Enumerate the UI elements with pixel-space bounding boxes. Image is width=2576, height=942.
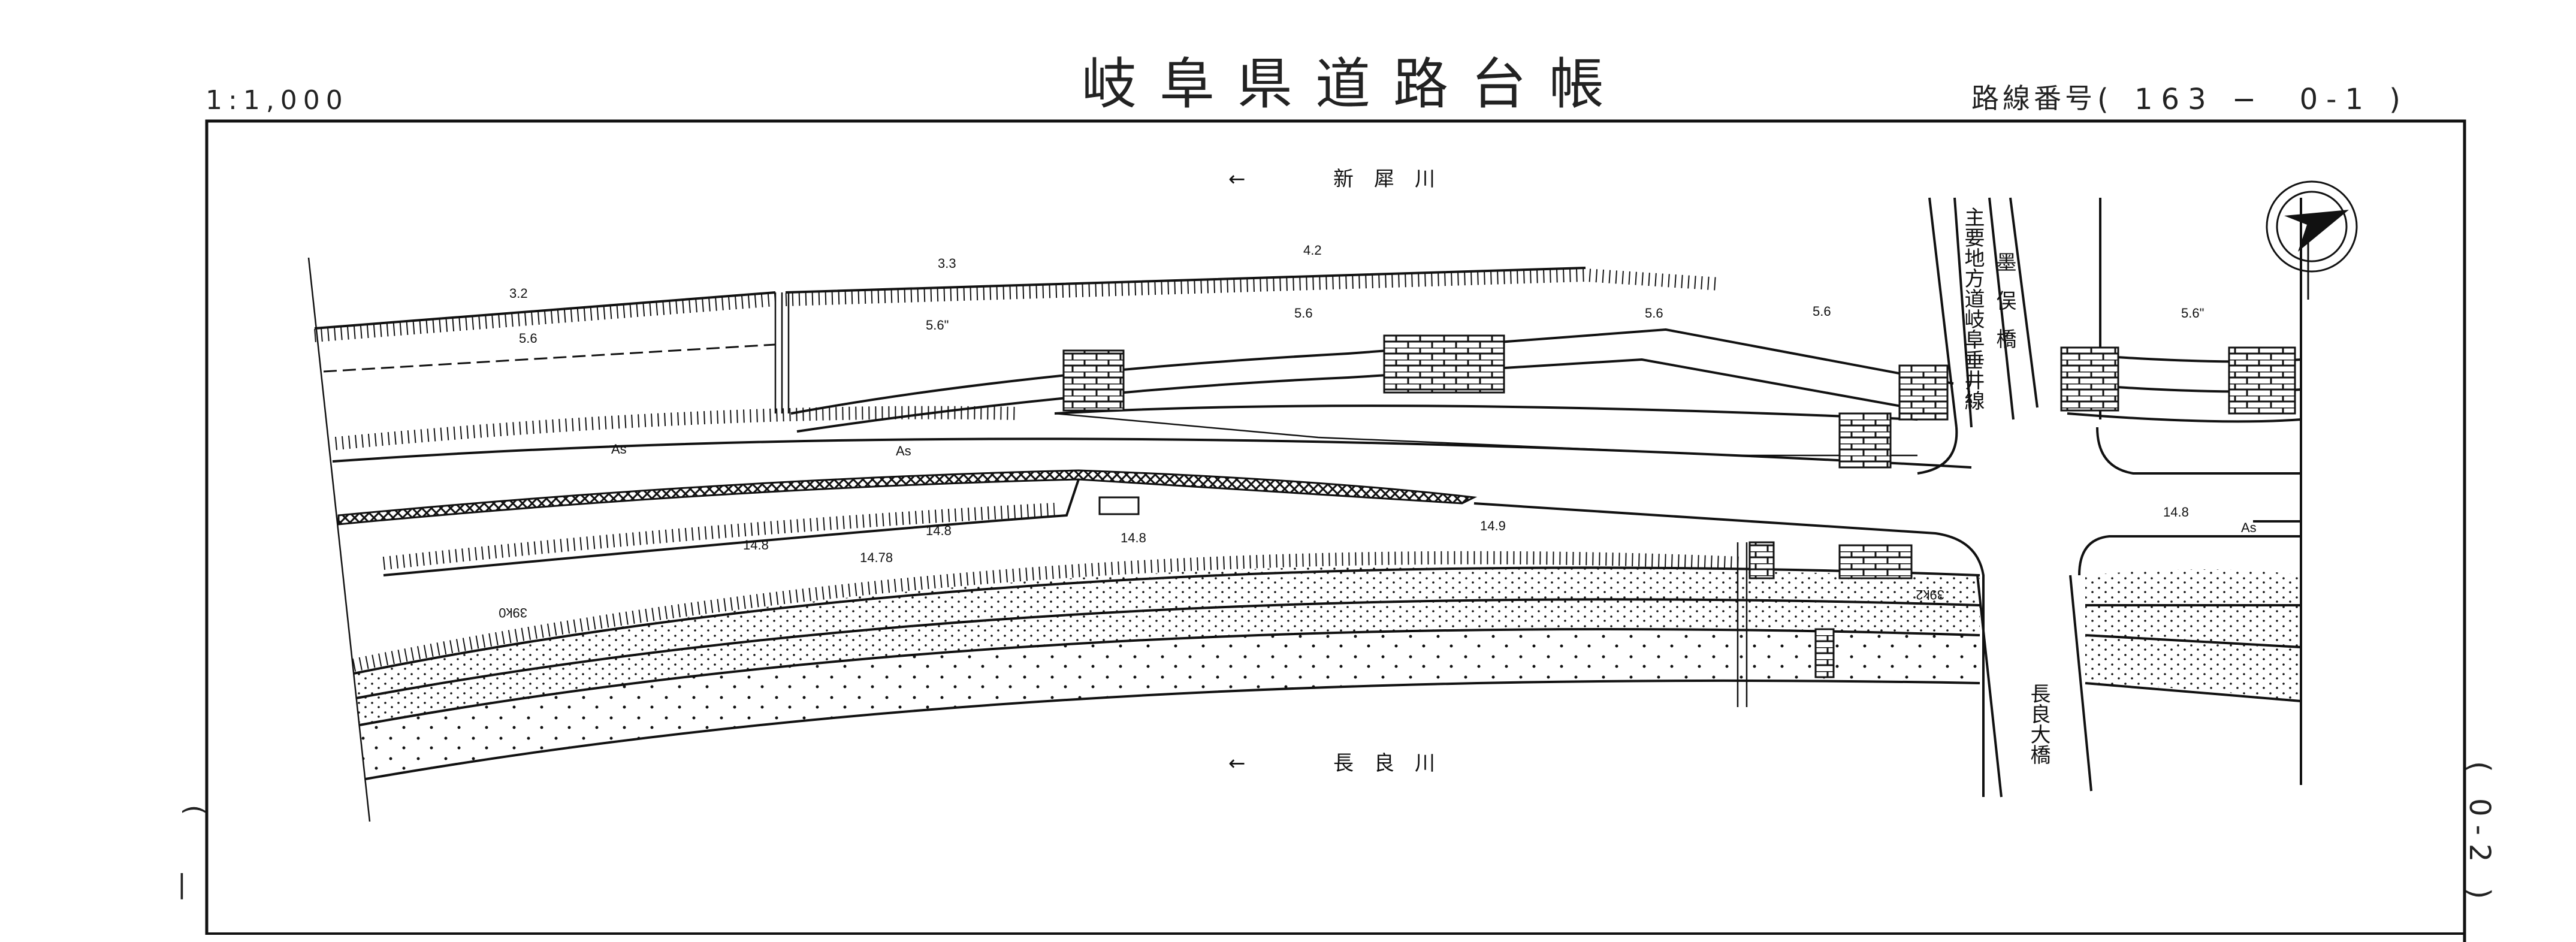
elevation-label: 14.8: [926, 523, 952, 538]
elevation-label: 5.6: [1294, 306, 1313, 321]
left-margin-paren: (: [179, 805, 210, 815]
map-labels: 3.2 3.3 4.2 5.6 5.6" 5.6 5.6 5.6 5.6" As…: [499, 243, 2256, 620]
distance-marker: 39k2: [1916, 587, 1944, 602]
elevation-label: 14.8: [743, 538, 769, 552]
route-number-label: 路線番号: [1971, 82, 2096, 114]
scale-label: 1:1,000: [206, 85, 349, 116]
river-name-nagara: 長 良 川: [1333, 751, 1435, 775]
river-label-south: ← 長 良 川: [1228, 751, 1435, 775]
bridge-name-sunomata: 墨俣橋: [1992, 252, 2016, 367]
elevation-label: 14.9: [1480, 518, 1506, 533]
map-linework: [307, 197, 2302, 822]
elevation-label: 5.6: [1813, 304, 1831, 319]
elevation-label: 14.8: [2163, 505, 2189, 520]
pavement-label: As: [611, 442, 627, 457]
elevation-label: 5.6": [926, 318, 949, 333]
river-arrow-north: ←: [1228, 167, 1246, 191]
elevation-label: 5.6": [2181, 306, 2204, 321]
elevation-label: 3.3: [938, 256, 956, 271]
bridge-name-nagara-ohashi: 長良大橋: [2027, 683, 2050, 765]
distance-marker: 39k0: [499, 605, 527, 620]
route-number-value: ( 163 − 0-1 ): [2097, 83, 2409, 116]
page-title: 岐阜県道路台帳: [1082, 52, 1627, 116]
pavement-label: As: [896, 443, 911, 458]
north-arrow-icon: [2266, 180, 2358, 300]
map-frame: [205, 119, 2466, 942]
pavement-label: As: [2241, 520, 2257, 535]
river-arrow-south: ←: [1228, 751, 1246, 775]
left-margin-bar: |: [177, 869, 186, 899]
right-margin-sheet-number: ( 0-2 ): [2463, 761, 2496, 907]
elevation-label: 3.2: [509, 286, 528, 301]
prefectural-road-name: 主要地方道岐阜垂井線: [1961, 207, 1985, 410]
elevation-label: 5.6: [1645, 306, 1663, 321]
river-name-shinsai: 新 犀 川: [1333, 167, 1435, 191]
elevation-label: 5.6: [519, 331, 537, 346]
elevation-label: 14.78: [860, 550, 893, 565]
river-label-north: ← 新 犀 川: [1228, 167, 1435, 191]
elevation-label: 14.8: [1121, 530, 1146, 545]
elevation-label: 4.2: [1303, 243, 1322, 258]
